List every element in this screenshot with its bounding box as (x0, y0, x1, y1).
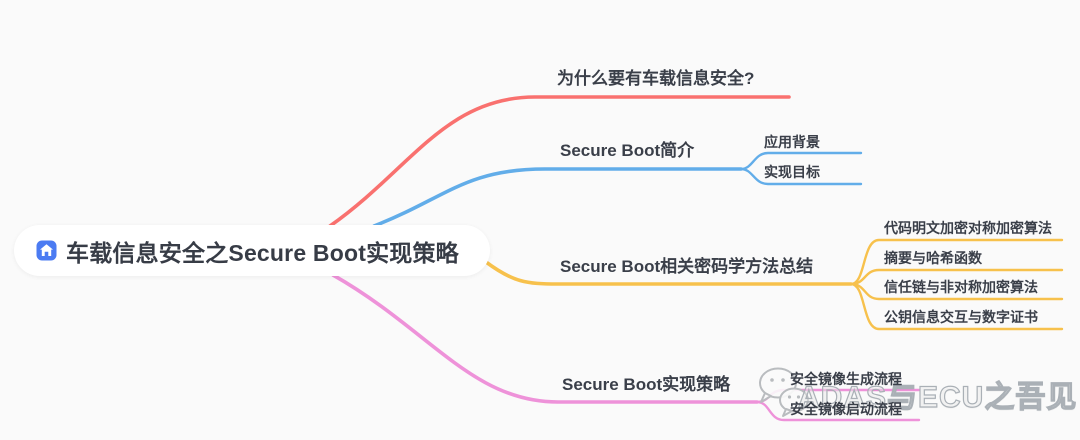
branch-line-why-security (328, 95, 791, 228)
topic-hash-functions[interactable]: 摘要与哈希函数 (884, 250, 982, 266)
branch-line-impl-strategy (331, 273, 759, 404)
topic-secureboot-intro[interactable]: Secure Boot简介 (560, 141, 695, 160)
topic-app-background[interactable]: 应用背景 (764, 134, 820, 150)
topic-image-generation[interactable]: 安全镜像生成流程 (790, 371, 902, 387)
branch-line-impl-goal (739, 167, 863, 186)
topic-image-boot[interactable]: 安全镜像启动流程 (790, 401, 902, 417)
branch-line-secureboot-intro (372, 167, 743, 228)
topic-public-key-cert[interactable]: 公钥信息交互与数字证书 (884, 309, 1038, 325)
topic-impl-strategy[interactable]: Secure Boot实现策略 (562, 375, 731, 394)
topic-trust-chain[interactable]: 信任链与非对称加密算法 (884, 279, 1038, 295)
home-icon (36, 240, 57, 261)
branch-line-public-key-cert (849, 282, 1064, 331)
branch-line-crypto-summary (484, 260, 853, 286)
root-topic-label: 车载信息安全之Secure Boot实现策略 (66, 239, 459, 266)
topic-why-security[interactable]: 为什么要有车载信息安全? (557, 69, 755, 88)
topic-crypto-summary[interactable]: Secure Boot相关密码学方法总结 (560, 257, 814, 276)
root-topic[interactable]: 车载信息安全之Secure Boot实现策略 (14, 225, 490, 276)
topic-impl-goal[interactable]: 实现目标 (764, 164, 820, 180)
topic-symmetric-crypto[interactable]: 代码明文加密对称加密算法 (884, 220, 1052, 236)
